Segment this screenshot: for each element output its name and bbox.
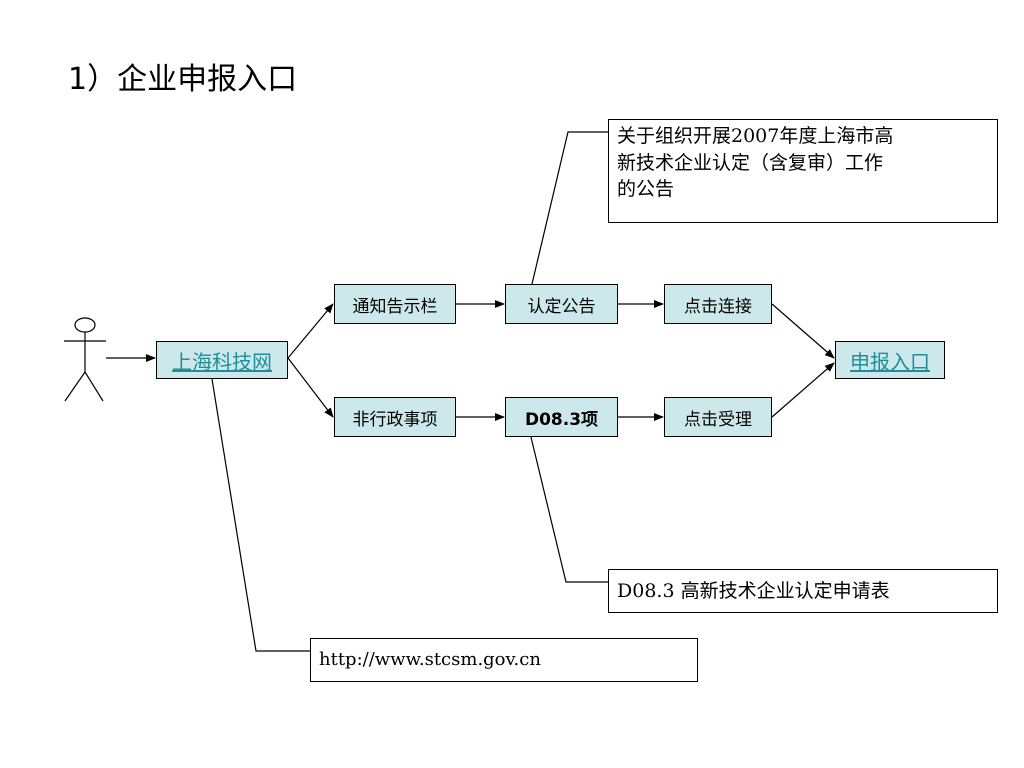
user-figure-icon: [64, 317, 106, 402]
node-non-admin: 非行政事项: [334, 397, 456, 437]
arrow-accept-entry: [771, 362, 835, 418]
page-title: 1）企业申报入口: [68, 62, 298, 97]
node-notice-board: 通知告示栏: [334, 284, 456, 324]
note-announcement: 关于组织开展2007年度上海市高 新技术企业认定（含复审）工作 的公告: [608, 119, 998, 223]
node-click-link: 点击连接: [664, 284, 772, 324]
note-form-text: D08.3 高新技术企业认定申请表: [617, 579, 890, 602]
note-url-text: http://www.stcsm.gov.cn: [319, 649, 541, 671]
callout-url: [211, 378, 310, 652]
node-click-accept: 点击受理: [664, 397, 772, 437]
arrow-site-notice: [287, 303, 334, 359]
node-d083: D08.3项: [505, 397, 618, 437]
callout-announcement: [531, 131, 608, 285]
note-announcement-text: 关于组织开展2007年度上海市高 新技术企业认定（含复审）工作 的公告: [617, 125, 894, 201]
arrow-site-nonadmin: [287, 357, 334, 418]
note-form: D08.3 高新技术企业认定申请表: [608, 569, 998, 613]
callout-form: [529, 432, 608, 583]
note-url: http://www.stcsm.gov.cn: [310, 638, 698, 682]
node-cert-notice: 认定公告: [505, 284, 618, 324]
entry-link[interactable]: 申报入口: [835, 341, 945, 379]
site-link[interactable]: 上海科技网: [156, 341, 288, 379]
arrow-click-entry: [771, 303, 835, 359]
